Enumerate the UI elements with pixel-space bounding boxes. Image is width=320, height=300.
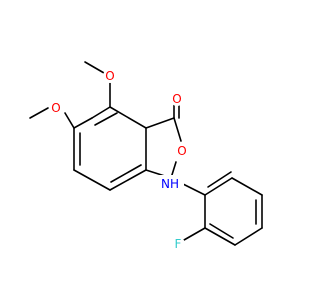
bond-layer [29,61,263,246]
atom-label: O [105,69,114,83]
bond [110,164,142,183]
bond [204,177,233,196]
bond [183,227,206,241]
bond [234,227,263,246]
bond [94,112,118,126]
atom-label: F [175,237,182,251]
bond [109,106,147,129]
atom-label: O [177,144,186,158]
atom-label: NH [161,177,179,191]
bond [84,61,105,74]
bond [207,171,232,188]
bond [209,223,234,239]
atom-label-layer: O O O O NH F [49,69,189,251]
bond [91,106,111,119]
amine-nitrogen-atom: NH [158,175,184,191]
carbonyl-oxygen-atom: O [170,92,184,106]
bond [109,169,147,191]
bond [145,117,175,129]
methoxy-oxygen-atom: O [103,69,117,83]
bond [73,169,111,191]
bond [173,117,182,142]
atom-label: O [51,101,60,115]
bond [29,107,49,119]
ring-oxygen-atom: O [175,144,189,158]
atom-label: O [172,92,181,106]
molecule-structure-diagram: O O O O NH F [29,61,263,251]
bond [73,117,93,129]
bond [180,182,206,196]
bond [64,112,75,129]
bond [204,227,236,246]
fluorine-atom: F [171,237,185,251]
methoxy-oxygen-atom: O [49,101,63,115]
bond [231,177,263,196]
